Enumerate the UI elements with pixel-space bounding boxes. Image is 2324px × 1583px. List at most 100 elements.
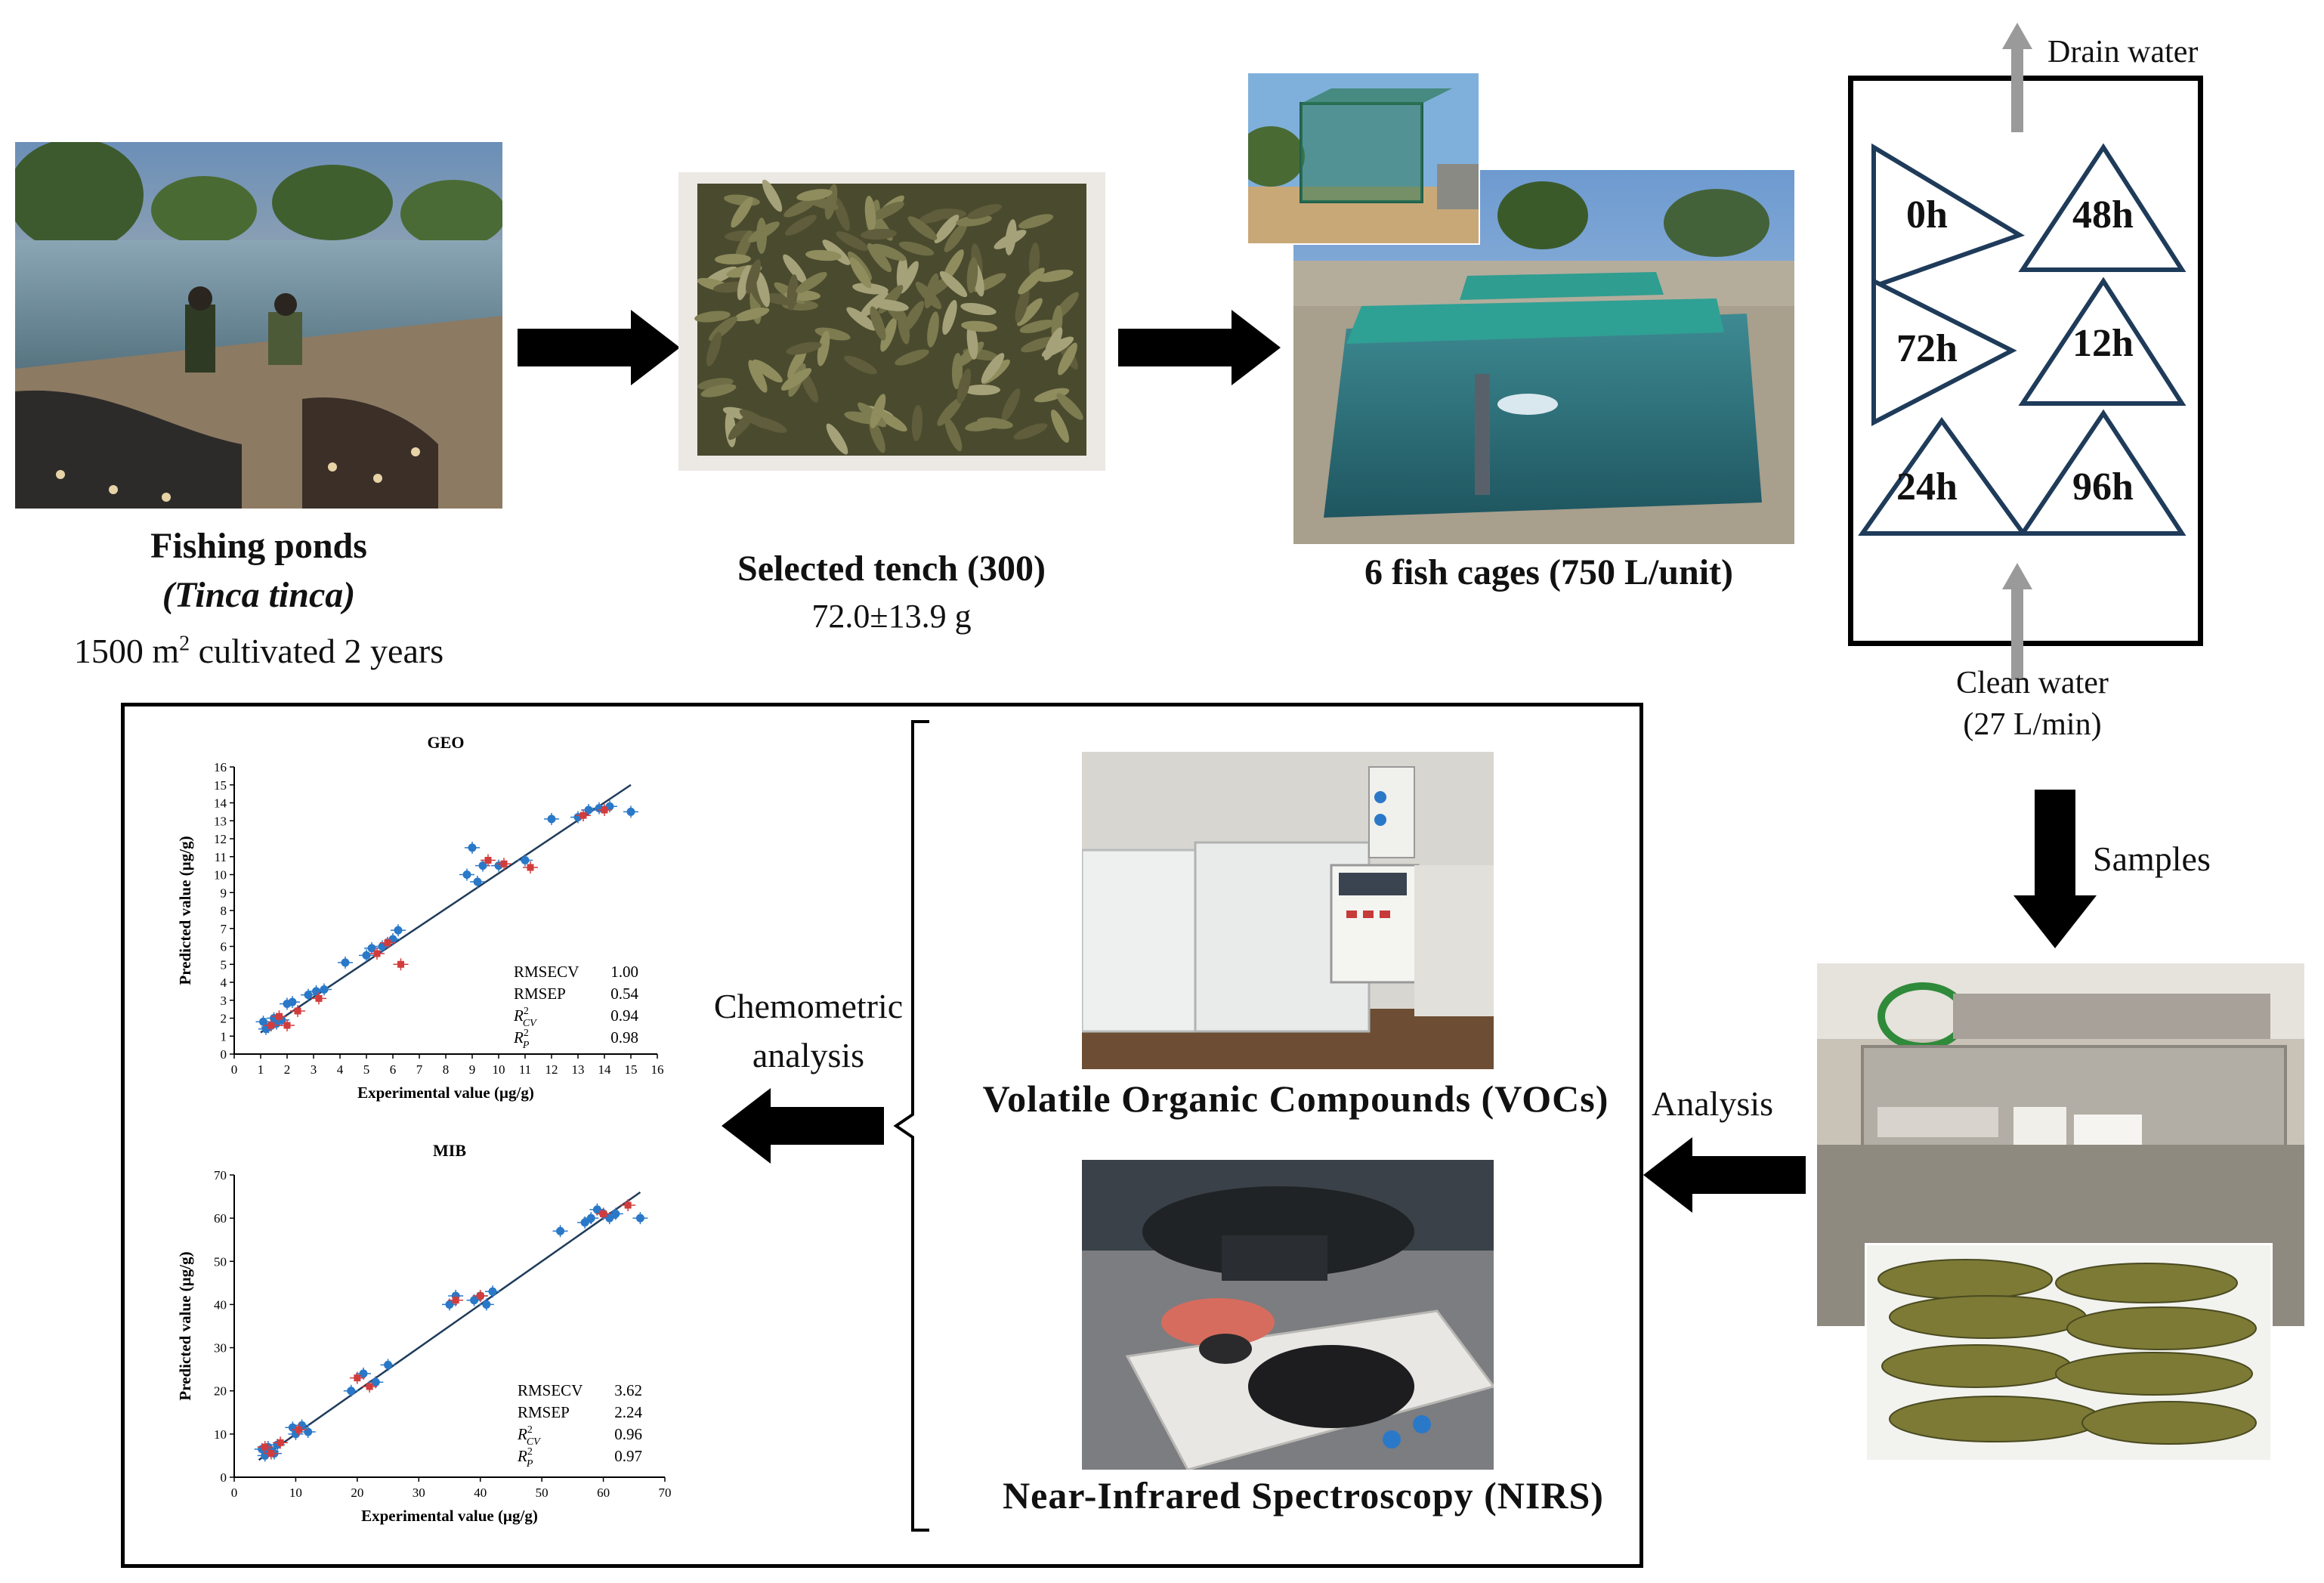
triangle-48h: [2018, 143, 2186, 272]
data-point-blue: [482, 1300, 491, 1309]
tench-shape: [734, 307, 770, 322]
data-point-red: [366, 1383, 373, 1390]
triangle-72h: [1871, 277, 2017, 426]
tench-shape: [898, 241, 935, 256]
tench-shape: [934, 215, 960, 243]
regression-line: [258, 1191, 641, 1461]
y-tick-label: 15: [214, 778, 227, 793]
x-tick-label: 70: [659, 1486, 672, 1500]
y-axis-label: Predicted value (µg/g): [176, 836, 194, 985]
ponds-area-prefix: 1500 m: [73, 632, 180, 670]
x-tick-label: 3: [311, 1062, 317, 1077]
tench-shape: [783, 254, 807, 284]
tench-shape: [844, 355, 877, 375]
x-tick-label: 40: [474, 1486, 487, 1500]
y-tick-label: 16: [214, 760, 227, 774]
x-tick-label: 12: [545, 1062, 558, 1077]
tench-shape: [715, 253, 751, 265]
x-tick-label: 2: [284, 1062, 291, 1077]
tench-shape: [939, 271, 968, 298]
tench-shape: [867, 243, 892, 273]
data-point-blue: [626, 807, 635, 816]
x-axis-label: Experimental value (µg/g): [357, 1084, 534, 1102]
data-point-red: [276, 1013, 283, 1020]
tench-shape: [870, 394, 886, 428]
tench-shape: [966, 323, 978, 360]
data-point-red: [601, 806, 608, 814]
x-tick-label: 5: [363, 1062, 370, 1077]
drain-arrow-icon: [2002, 23, 2032, 132]
tench-shape: [937, 397, 963, 426]
tench-shape: [805, 249, 842, 261]
y-tick-label: 11: [215, 850, 227, 864]
x-tick-label: 30: [413, 1486, 425, 1500]
clean-water-label: Clean water: [1956, 666, 2109, 700]
data-point-blue: [371, 1377, 380, 1387]
vocs-label: Volatile Organic Compounds (VOCs): [982, 1077, 1609, 1120]
tench-shape: [927, 311, 939, 348]
x-tick-label: 0: [231, 1486, 238, 1500]
bracket-shape: [893, 720, 929, 1532]
data-point-red: [267, 1022, 275, 1029]
tench-title: Selected tench (300): [737, 549, 1046, 589]
data-point-red: [624, 1201, 632, 1209]
tench-shape: [951, 353, 963, 389]
data-point-blue: [586, 1214, 595, 1223]
data-point-red: [500, 860, 508, 867]
stat-label: RMSECV: [518, 1381, 583, 1399]
fish-tray-photo: [1865, 1243, 2273, 1462]
tench-shape: [981, 353, 1005, 383]
x-tick-label: 11: [519, 1062, 531, 1077]
x-tick-label: 4: [337, 1062, 344, 1077]
y-tick-label: 7: [221, 922, 227, 936]
chart-title: MIB: [433, 1141, 466, 1160]
tench-shape: [872, 243, 907, 261]
tench-shape: [833, 196, 850, 231]
stat-value: 0.54: [610, 985, 638, 1003]
analysis-box: [121, 703, 1643, 1568]
right-arrow-icon: [518, 310, 680, 385]
tench-shape: [748, 221, 780, 243]
tench-shape: [849, 257, 872, 289]
tench-shape: [780, 368, 812, 391]
data-point-blue: [384, 1360, 393, 1369]
stat-value: 3.62: [614, 1381, 642, 1399]
x-tick-label: 1: [258, 1062, 264, 1077]
data-point-blue: [635, 1214, 644, 1223]
data-point-blue: [341, 958, 350, 967]
tench-shape: [943, 249, 964, 281]
analysis-label: Analysis: [1652, 1084, 1773, 1123]
tench-shape: [824, 184, 838, 220]
tench-shape: [1018, 214, 1054, 229]
data-point-red: [397, 960, 404, 968]
tench-shape: [852, 283, 888, 295]
tench-shape: [1001, 388, 1021, 422]
chemometric-label-line2: analysis: [752, 1036, 865, 1074]
x-tick-label: 15: [625, 1062, 638, 1077]
y-tick-label: 8: [221, 904, 227, 918]
x-tick-label: 6: [390, 1062, 397, 1077]
stat-value: 0.96: [614, 1425, 642, 1443]
data-point-red: [295, 1426, 302, 1433]
data-point-blue: [605, 1214, 614, 1223]
data-point-red: [315, 994, 323, 1002]
data-point-red: [354, 1374, 361, 1382]
time-label-72h: 72h: [1896, 327, 1958, 370]
y-tick-label: 20: [214, 1384, 227, 1399]
tench-shape: [895, 349, 929, 366]
time-label-24h: 24h: [1896, 465, 1958, 509]
tench-shape: [787, 274, 799, 311]
clean-water-flow: (27 L/min): [1963, 707, 2102, 742]
tench-shape: [817, 330, 830, 366]
tench-shape: [1043, 327, 1063, 360]
cages-title: 6 fish cages (750 L/unit): [1364, 552, 1733, 592]
tench-shape: [748, 360, 768, 393]
cage-inset-photo: [1247, 72, 1480, 245]
tench-shape: [897, 308, 910, 345]
tench-shape: [814, 327, 851, 341]
stat-label: RMSEP: [518, 1403, 570, 1421]
stat-label: RMSEP: [514, 985, 566, 1003]
